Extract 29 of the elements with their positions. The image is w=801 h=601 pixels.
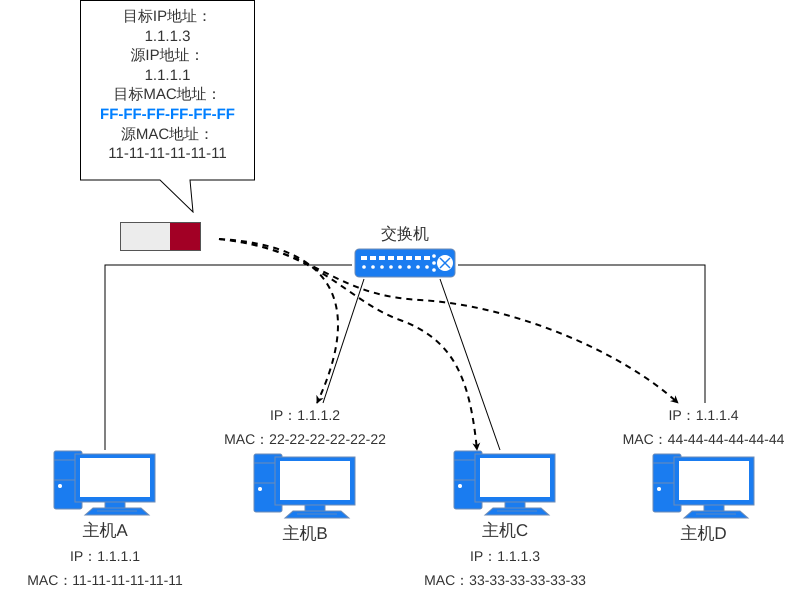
address-value: FF-FF-FF-FF-FF-FF xyxy=(99,104,236,125)
mac-address-label: MAC：33-33-33-33-33-33 xyxy=(423,571,587,590)
broadcast-arrow xyxy=(218,238,339,404)
network-link xyxy=(322,278,364,404)
network-link xyxy=(104,264,352,450)
broadcast-arrow xyxy=(218,238,679,404)
host-name: 主机D xyxy=(679,523,728,545)
switch-label: 交换机 xyxy=(380,224,430,245)
host-name: 主机B xyxy=(281,523,329,545)
mac-address-label: MAC：22-22-22-22-22-22 xyxy=(223,430,387,449)
host-name: 主机A xyxy=(81,520,129,542)
mac-address-label: MAC：11-11-11-11-11-11 xyxy=(26,571,184,590)
mac-address-label: MAC：44-44-44-44-44-44 xyxy=(622,430,786,449)
field-label: 目标IP地址： xyxy=(122,7,214,27)
address-value: 1.1.1.3 xyxy=(144,26,192,46)
address-value: 1.1.1.1 xyxy=(144,66,192,86)
ip-address-label: IP：1.1.1.3 xyxy=(468,547,542,566)
network-link xyxy=(440,278,500,450)
field-label: 源IP地址： xyxy=(129,46,206,66)
ip-address-label: IP：1.1.1.2 xyxy=(268,406,342,425)
address-value: 11-11-11-11-11-11 xyxy=(107,144,228,164)
network-link xyxy=(458,264,706,404)
field-label: 源MAC地址： xyxy=(120,124,216,144)
field-label: 目标MAC地址： xyxy=(112,85,223,105)
ip-address-label: IP：1.1.1.4 xyxy=(667,406,740,425)
ip-address-label: IP：1.1.1.1 xyxy=(68,547,142,566)
host-name: 主机C xyxy=(480,520,530,542)
data-frame xyxy=(120,222,201,251)
broadcast-arrow xyxy=(218,238,480,451)
